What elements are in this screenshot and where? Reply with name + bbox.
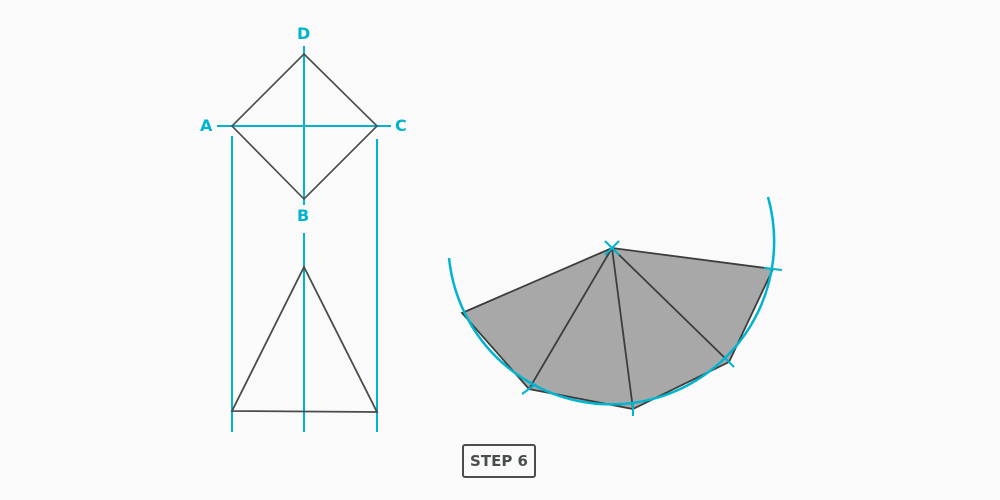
construction-arc [447,196,776,406]
label-b: B [297,206,310,225]
diamond-square [230,52,379,201]
label-d: D [297,24,311,43]
fold-line-1 [528,247,613,390]
label-a: A [200,116,213,135]
step-badge: STEP 6 [462,444,536,478]
label-c: C [395,116,407,135]
folded-polygon [460,247,775,410]
triangle [230,264,379,413]
arc-tick-marks [521,240,783,416]
fold-line-3 [611,247,730,363]
fold-line-2 [611,247,634,410]
